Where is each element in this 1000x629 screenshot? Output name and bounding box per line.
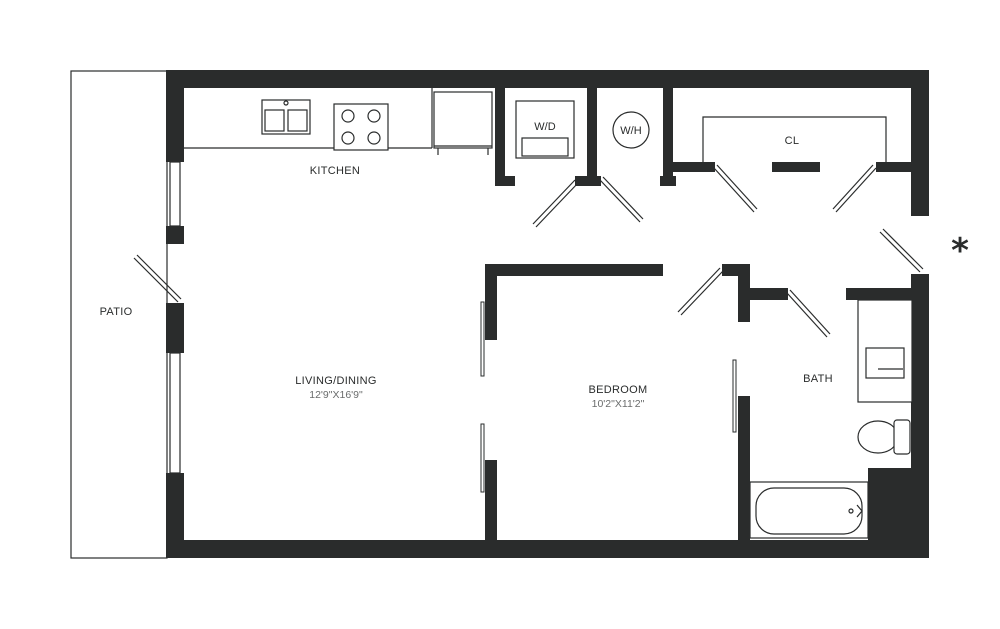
kitchen-label: KITCHEN [310, 165, 360, 177]
bath-label: BATH [803, 373, 833, 385]
living-dining-dimensions: 12'9"X16'9" [309, 389, 363, 401]
living-dining-label: LIVING/DINING [295, 375, 377, 387]
kitchen-counter [184, 88, 433, 149]
doors [133, 164, 924, 493]
bedroom-label: BEDROOM [589, 384, 648, 396]
patio-label: PATIO [100, 306, 133, 318]
toilet-icon [857, 419, 911, 455]
water-heater-label: W/H [620, 125, 641, 137]
closet-label: CL [785, 135, 800, 147]
bathtub-icon [749, 481, 869, 539]
windows [169, 161, 181, 474]
washer-dryer [515, 100, 575, 159]
cooktop-icon [333, 103, 389, 151]
water-heater [612, 111, 650, 149]
vanity [857, 299, 913, 403]
outer-walls [166, 70, 929, 558]
interior-walls [485, 88, 912, 542]
asterisk-icon: * [951, 231, 969, 271]
bedroom-dimensions: 10'2"X11'2" [592, 398, 645, 410]
washer-dryer-label: W/D [534, 121, 555, 133]
closet-shelf [702, 116, 887, 162]
refrigerator [433, 91, 493, 155]
sink-icon [261, 99, 311, 135]
